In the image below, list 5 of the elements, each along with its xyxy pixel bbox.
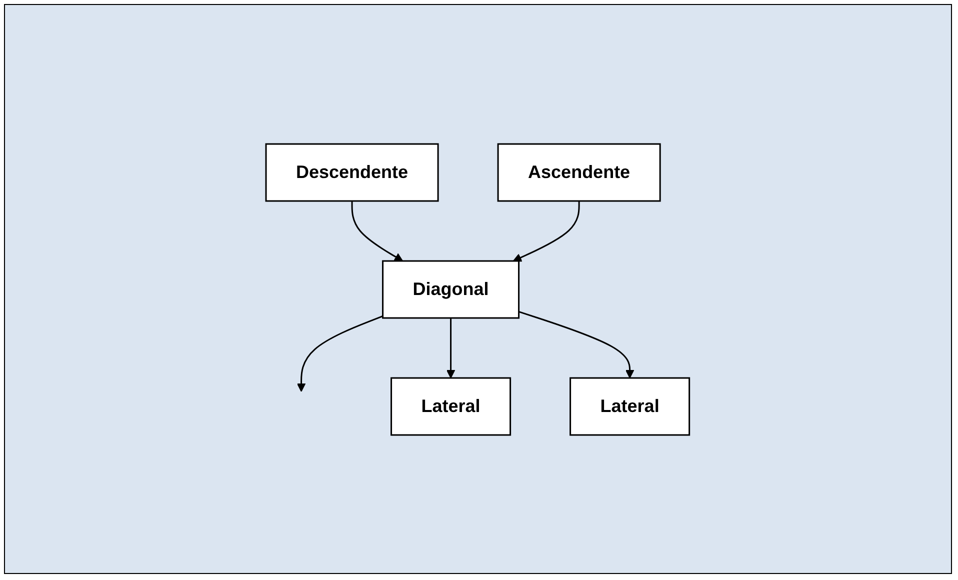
process-box: Lateral [390, 376, 512, 436]
process-box: Descendente [266, 142, 440, 202]
process-box: Lateral [570, 376, 690, 436]
process-box: Ascendente [498, 142, 662, 202]
process-box: Diagonal [382, 260, 520, 318]
